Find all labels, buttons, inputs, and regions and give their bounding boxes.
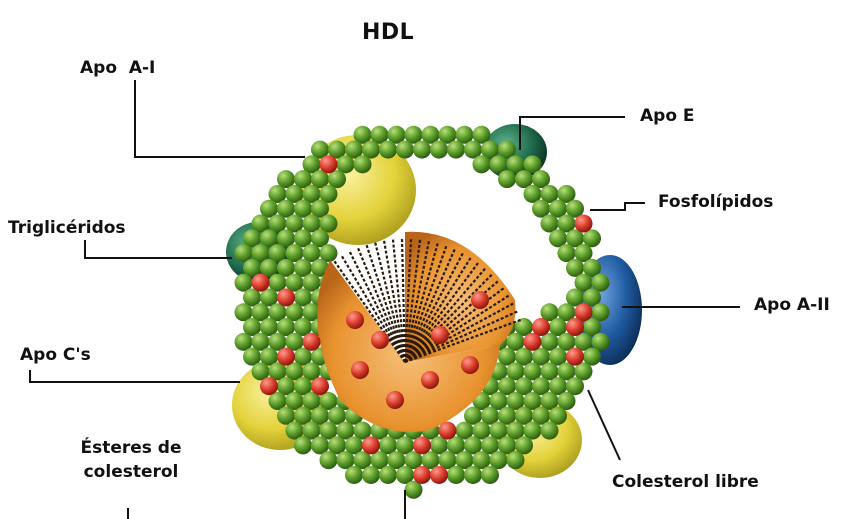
- label-apo-e: Apo E: [640, 106, 695, 126]
- phospholipid-head: [379, 466, 397, 484]
- label-esteres-line2: colesterol: [66, 462, 196, 482]
- leader-apo-cs: [30, 370, 240, 382]
- diagram-title: HDL: [362, 20, 414, 46]
- cholesterol-molecule: [430, 466, 448, 484]
- phospholipid-head: [396, 141, 414, 159]
- cholesterol-molecule: [260, 377, 278, 395]
- phospholipid-head: [294, 436, 312, 454]
- cholesterol-molecule: [413, 436, 431, 454]
- cholesterol-molecule: [439, 422, 457, 440]
- phospholipid-head: [541, 422, 559, 440]
- leader-apo-a1: [135, 80, 305, 157]
- fatty-acid-tail: [402, 237, 405, 362]
- cholesterol-molecule: [413, 466, 431, 484]
- phospholipid-head: [320, 451, 338, 469]
- cholesterol-molecule: [277, 348, 295, 366]
- label-colesterol-libre: Colesterol libre: [612, 472, 759, 492]
- cholesterol-molecule: [566, 348, 584, 366]
- leader-trigliceridos: [85, 240, 232, 258]
- phospholipid-head: [498, 170, 516, 188]
- cholesterol-molecule: [524, 333, 542, 351]
- cholesterol-molecule: [320, 155, 338, 173]
- cholesteryl-ester: [386, 391, 404, 409]
- leader-colesterol-libre: [588, 390, 620, 460]
- phospholipid-head: [464, 466, 482, 484]
- phospholipid-head: [430, 141, 448, 159]
- phospholipid-head: [354, 155, 372, 173]
- phospholipid-head: [379, 141, 397, 159]
- phospholipid-head: [413, 141, 431, 159]
- cholesteryl-ester: [431, 326, 449, 344]
- phospholipid-head: [481, 466, 499, 484]
- phospholipid-head: [447, 466, 465, 484]
- phospholipid-head: [362, 466, 380, 484]
- cholesterol-molecule: [362, 436, 380, 454]
- phospholipid-head: [447, 141, 465, 159]
- cholesteryl-ester: [461, 356, 479, 374]
- cholesteryl-ester: [346, 311, 364, 329]
- cholesterol-molecule: [311, 377, 329, 395]
- cholesterol-molecule: [303, 333, 321, 351]
- label-apo-a2: Apo A-II: [754, 295, 830, 315]
- label-trigliceridos: Triglicéridos: [8, 218, 126, 238]
- leader-fosfolipidos: [590, 203, 645, 210]
- cholesterol-molecule: [252, 274, 270, 292]
- label-esteres-line1: Ésteres de: [66, 438, 196, 458]
- label-fosfolipidos: Fosfolípidos: [658, 192, 773, 212]
- cholesteryl-ester: [371, 331, 389, 349]
- label-apo-cs: Apo C's: [20, 345, 91, 365]
- cholesterol-molecule: [575, 215, 593, 233]
- phospholipid-head: [473, 155, 491, 173]
- phospholipid-head: [507, 451, 525, 469]
- cholesteryl-ester: [421, 371, 439, 389]
- cholesteryl-ester: [471, 291, 489, 309]
- cholesterol-molecule: [277, 288, 295, 306]
- cholesteryl-ester: [351, 361, 369, 379]
- label-apo-a1: Apo A-I: [80, 58, 155, 78]
- cholesterol-molecule: [566, 318, 584, 336]
- phospholipid-head: [345, 466, 363, 484]
